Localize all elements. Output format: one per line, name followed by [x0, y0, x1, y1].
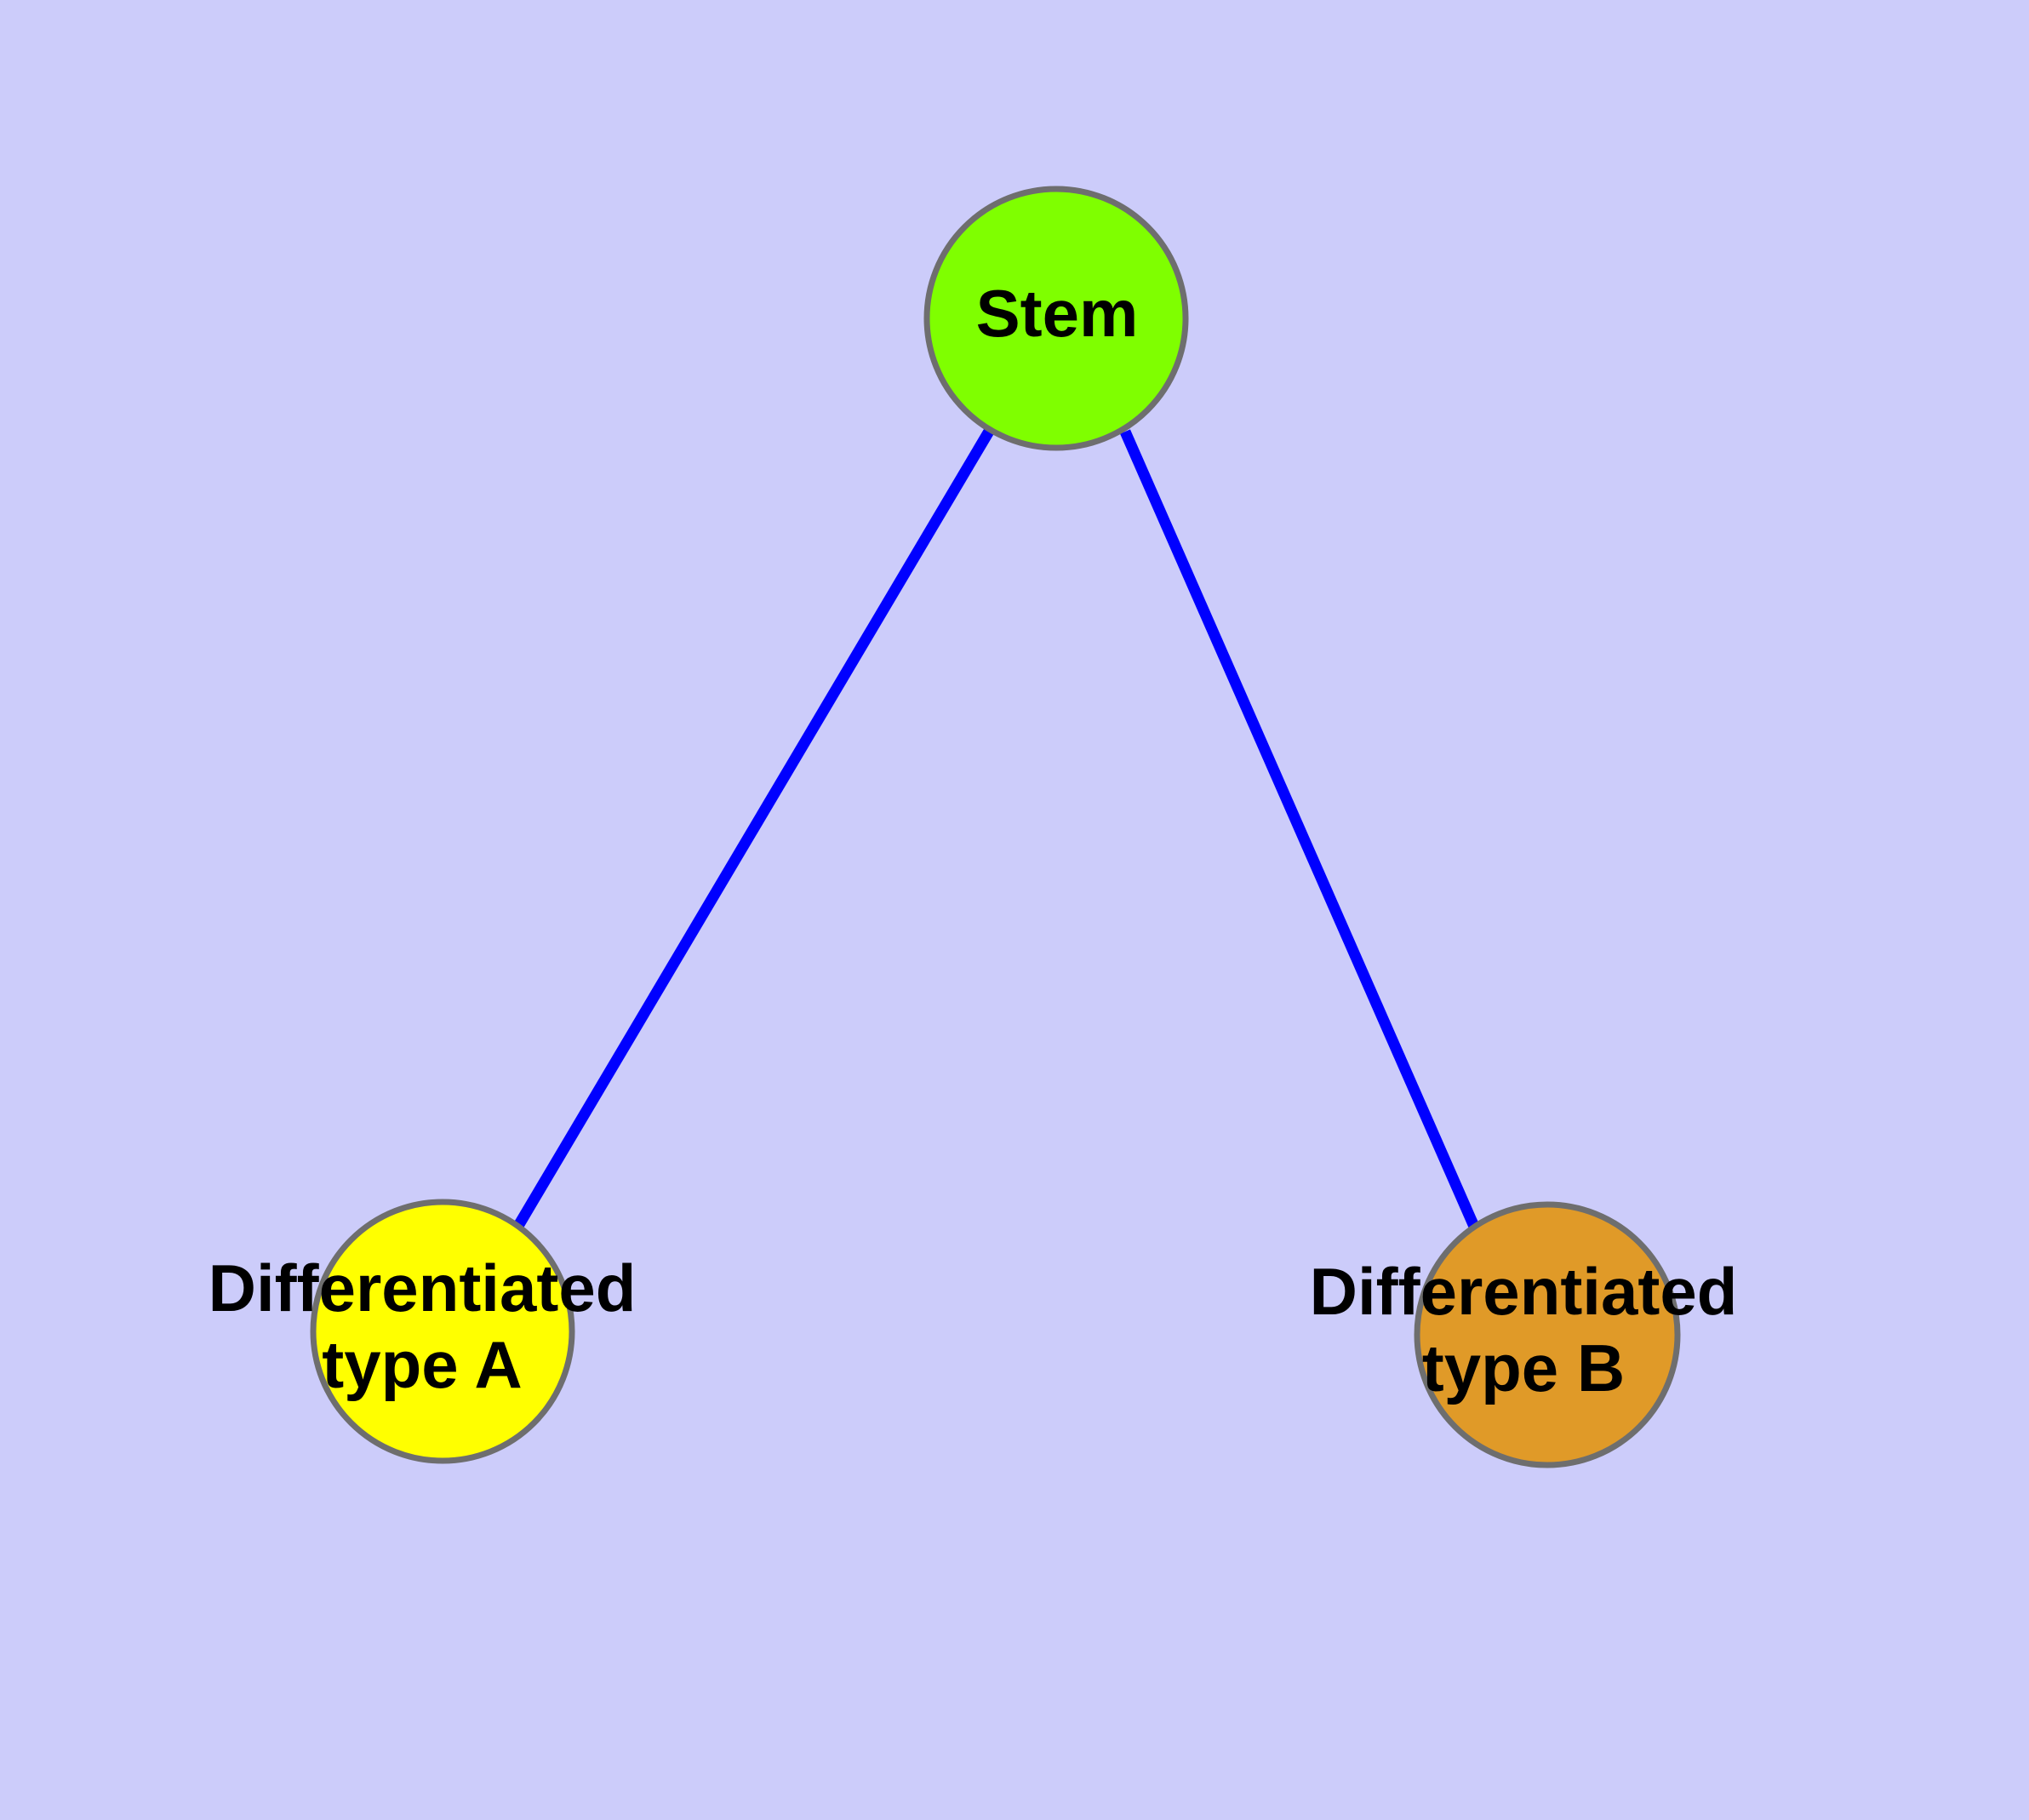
graph-edge-stem-to-diff_a[interactable]: [513, 426, 995, 1229]
nodes-layer: [310, 186, 1681, 1468]
graph-node-label-stem: Stem: [976, 276, 1139, 351]
graph-node-label-line: type A: [322, 1327, 523, 1402]
edges-layer: [513, 426, 1480, 1231]
graph-node-label-line: Stem: [976, 276, 1139, 351]
graph-node-label-line: Differentiated: [1310, 1253, 1738, 1328]
graph-edge-stem-to-diff_b[interactable]: [1120, 429, 1480, 1231]
graph-node-stem[interactable]: [923, 186, 1189, 451]
graph-node-label-line: type B: [1422, 1331, 1625, 1405]
graph-node-diff_b[interactable]: [1414, 1201, 1681, 1468]
graph-node-diff_a[interactable]: [310, 1199, 575, 1464]
graph-node-label-line: Differentiated: [209, 1250, 637, 1325]
